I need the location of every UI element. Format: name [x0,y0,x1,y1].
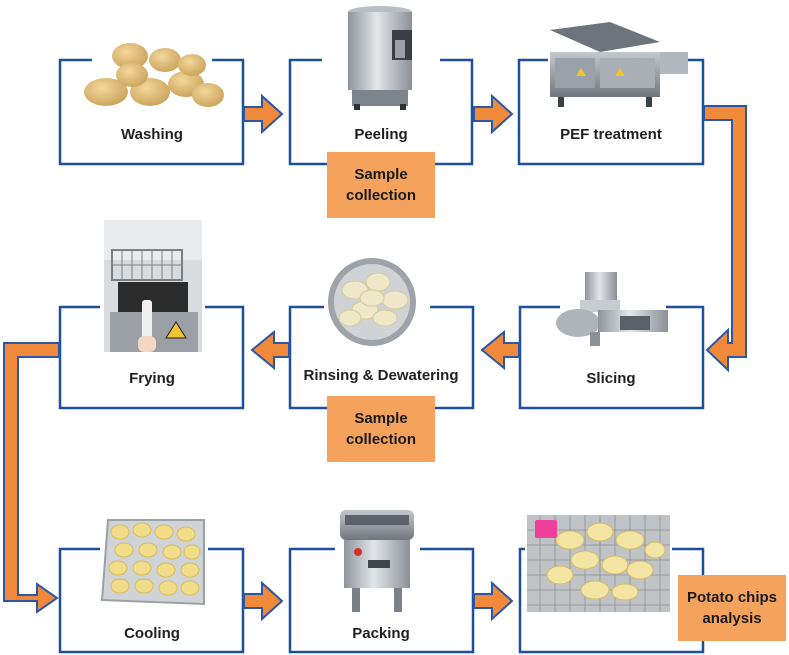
step-label-rinsing: Rinsing & Dewatering [303,367,458,384]
arrow-frying-to-cooling [3,342,60,614]
step-label-washing: Washing [121,126,183,143]
fryer-photo [104,220,202,352]
callout-line2: collection [345,431,416,448]
pef-machine-photo [550,22,688,107]
arrow-packing-to-analysis [473,580,514,622]
cooling-tray-photo [100,519,205,606]
arrow-peeling-to-pef [473,93,514,135]
peeler-machine-photo [348,6,412,110]
arrow-slicing-to-rinsing [480,329,520,371]
sample-collection-callout-peeling: Sample collection [327,152,435,218]
rinsing-bowl-photo [328,258,416,346]
callout-line1: Sample [354,166,408,183]
slicer-machine-photo [556,272,668,346]
step-label-packing: Packing [352,625,410,642]
step-frame-cooling [58,547,245,654]
callout-line1: Potato chips [686,589,777,606]
potato-chips-analysis-callout: Potato chips analysis [678,575,786,641]
step-label-slicing: Slicing [586,370,635,387]
step-label-peeling: Peeling [354,126,407,143]
arrow-rinsing-to-frying [250,329,290,371]
sample-collection-callout-rinsing: Sample collection [327,396,435,462]
step-frame-pef [517,58,705,166]
step-frame-washing [58,58,245,166]
step-label-frying: Frying [129,370,175,387]
step-frame-packing [288,547,475,654]
step-label-cooling: Cooling [124,625,180,642]
chips-basket-photo [527,515,670,612]
step-frame-analysis [518,547,705,654]
potatoes-photo [84,43,224,107]
callout-line2: analysis [702,610,762,627]
callout-line2: collection [345,187,416,204]
arrow-pef-to-slicing [703,105,747,373]
step-frame-frying [58,305,245,410]
packing-machine-photo [340,510,414,612]
callout-line1: Sample [354,410,408,427]
arrow-washing-to-peeling [243,93,284,135]
arrow-cooling-to-packing [243,580,284,622]
step-frame-slicing [518,305,705,410]
step-label-pef: PEF treatment [560,126,662,143]
